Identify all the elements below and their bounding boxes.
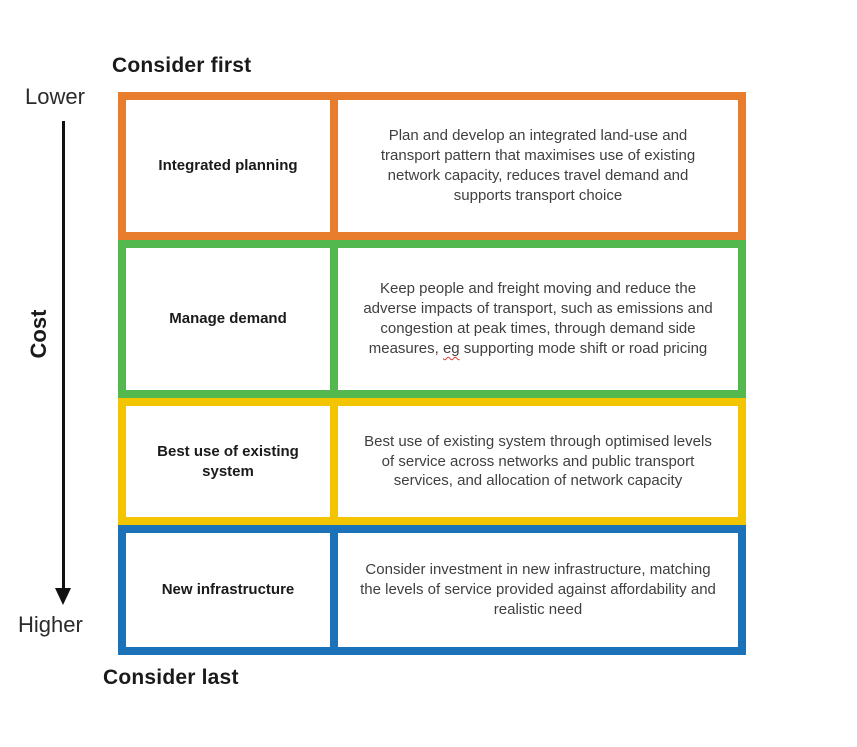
cost-axis-lower-label: Lower [25,84,85,109]
row-description-part-before: Keep people and freight moving and reduc… [363,280,713,357]
row-description: Best use of existing system through opti… [338,406,738,517]
row-description: Plan and develop an integrated land-use … [338,100,738,232]
row-label: Best use of existing system [126,406,338,517]
row-description: Keep people and freight moving and reduc… [338,248,738,390]
arrow-down-icon [55,588,71,605]
row-description-part-after: supporting mode shift or road pricing [459,339,708,357]
consider-last-title: Consider last [103,666,239,689]
row-label: New infrastructure [126,533,338,647]
row-description: Consider investment in new infrastructur… [338,533,738,647]
row-description-text: Keep people and freight moving and reduc… [360,279,716,358]
row-best-use-of-existing-system: Best use of existing system Best use of … [118,398,746,525]
cost-axis-higher-label: Higher [18,612,83,637]
row-label: Manage demand [126,248,338,390]
row-integrated-planning: Integrated planning Plan and develop an … [118,92,746,240]
row-description-text: Plan and develop an integrated land-use … [380,127,696,204]
row-label: Integrated planning [126,100,338,232]
row-manage-demand: Manage demand Keep people and freight mo… [118,240,746,398]
row-description-text: Consider investment in new infrastructur… [360,561,716,618]
row-new-infrastructure: New infrastructure Consider investment i… [118,525,746,655]
row-description-text: Best use of existing system through opti… [364,432,712,490]
misspelled-word: eg [442,339,460,357]
consider-first-title: Consider first [112,54,252,77]
cost-axis-label: Cost [26,309,51,359]
cost-axis-line [62,121,65,588]
hierarchy-rows: Integrated planning Plan and develop an … [118,92,746,655]
